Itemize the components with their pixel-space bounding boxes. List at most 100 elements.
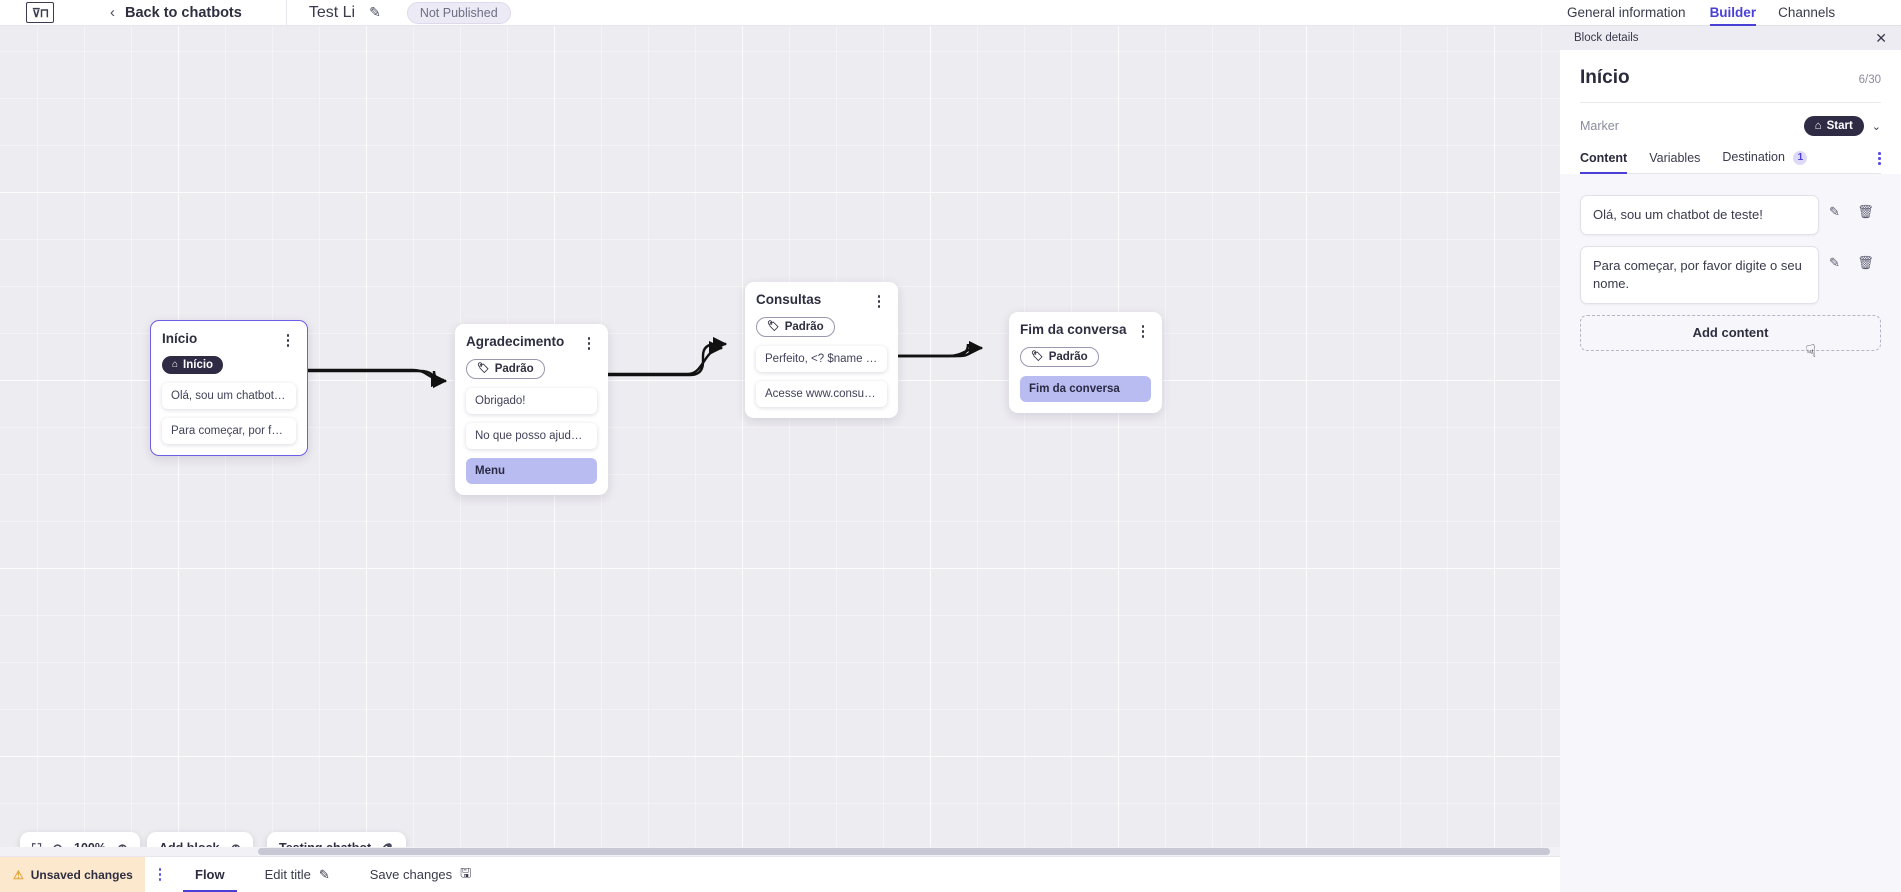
destination-count-badge: 1 — [1793, 150, 1808, 165]
home-icon: ⌂ — [1814, 120, 1822, 132]
block-title: Agradecimento — [466, 334, 565, 349]
block-tag-padrao: 🏷 Padrão — [756, 316, 835, 337]
marker-start-chip: ⌂ Start — [1803, 116, 1864, 136]
block-message[interactable]: Obrigado! — [466, 387, 597, 414]
block-tag-label: Padrão — [784, 320, 824, 333]
block-header: Início — [162, 331, 296, 347]
tag-icon: 🏷 — [477, 362, 490, 374]
block-title: Início — [162, 331, 198, 346]
unsaved-changes-indicator: ⚠ Unsaved changes — [0, 857, 145, 892]
block-message-accent[interactable]: Menu — [466, 457, 597, 484]
block-message[interactable]: Para começar, por favor digite o … — [162, 417, 296, 444]
tab-variables-label: Variables — [1649, 150, 1701, 165]
marker-value: Start — [1826, 120, 1853, 132]
block-menu-icon[interactable] — [280, 332, 296, 347]
tag-icon: 🏷 — [1031, 350, 1044, 362]
status-tab-flow[interactable]: Flow — [175, 857, 245, 892]
back-to-chatbots-button[interactable]: ‹ Back to chatbots — [110, 5, 242, 21]
scrollbar-thumb[interactable] — [258, 848, 1550, 855]
panel-body: Início 6/30 Marker ⌂ Start ⌄ Content — [1560, 50, 1901, 174]
block-header: Consultas — [756, 292, 887, 308]
block-tag-start: ⌂ Início — [162, 355, 224, 374]
panel-header-title: Block details — [1574, 32, 1639, 44]
block-message-accent[interactable]: Fim da conversa — [1020, 375, 1151, 402]
block-message[interactable]: Perfeito, <? $name ?>! — [756, 345, 887, 372]
tab-general-information[interactable]: General information — [1567, 5, 1686, 20]
warning-icon: ⚠ — [13, 867, 24, 882]
block-tag-padrao: 🏷 Padrão — [1020, 346, 1099, 367]
edit-pencil-icon[interactable]: ✎ — [1829, 254, 1840, 270]
marker-dropdown[interactable]: ⌂ Start ⌄ — [1803, 116, 1881, 136]
back-to-chatbots-label: Back to chatbots — [125, 4, 242, 21]
panel-title-row: Início 6/30 — [1580, 50, 1881, 103]
block-message[interactable]: Acesse www.consultas.com par… — [756, 380, 887, 407]
flow-block-consultas[interactable]: Consultas 🏷 Padrão Perfeito, <? $name ?>… — [745, 282, 898, 418]
block-menu-icon[interactable] — [1135, 323, 1151, 338]
content-text[interactable]: Olá, sou um chatbot de teste! — [1580, 194, 1819, 235]
edit-title-button[interactable]: Edit title ✎ — [245, 857, 350, 892]
home-icon: ⌂ — [172, 358, 179, 370]
block-title: Consultas — [756, 292, 822, 307]
logo-glyph: ⊽⊓ — [31, 5, 49, 20]
flow-block-inicio[interactable]: Início ⌂ Início Olá, sou um chatbot de t… — [150, 320, 308, 456]
save-changes-button[interactable]: Save changes 🖫 — [350, 857, 491, 892]
block-header: Agradecimento — [466, 334, 597, 350]
panel-tabs: Content Variables Destination 1 — [1580, 145, 1881, 174]
canvas-horizontal-scrollbar[interactable] — [0, 847, 1560, 856]
block-tag-label: Padrão — [1048, 350, 1088, 363]
chatbot-logo-icon[interactable]: ⊽⊓ — [26, 2, 54, 23]
flow-block-fim-da-conversa[interactable]: Fim da conversa 🏷 Padrão Fim da conversa — [1009, 312, 1162, 413]
status-bar: ⚠ Unsaved changes Flow Edit title ✎ Save… — [0, 856, 1560, 892]
content-item: Olá, sou um chatbot de teste! ✎ 🗑 — [1580, 194, 1881, 235]
marker-row: Marker ⌂ Start ⌄ — [1580, 103, 1881, 145]
add-content-button[interactable]: Add content — [1580, 314, 1881, 351]
content-item: Para começar, por favor digite o seu nom… — [1580, 245, 1881, 304]
tab-builder[interactable]: Builder — [1709, 5, 1756, 26]
block-menu-icon[interactable] — [581, 335, 597, 350]
block-title: Fim da conversa — [1020, 322, 1127, 337]
marker-label: Marker — [1580, 119, 1619, 133]
chevron-left-icon: ‹ — [110, 4, 115, 21]
panel-content-list: Olá, sou um chatbot de teste! ✎ 🗑 Para c… — [1560, 174, 1901, 892]
tab-destination[interactable]: Destination 1 — [1722, 150, 1808, 173]
flow-canvas[interactable]: Início ⌂ Início Olá, sou um chatbot de t… — [0, 26, 1560, 856]
topbar-divider — [285, 0, 287, 26]
block-tag-label: Início — [183, 358, 214, 371]
tab-content-label: Content — [1580, 150, 1628, 165]
block-details-panel: Block details ✕ Início 6/30 Marker ⌂ Sta… — [1560, 26, 1901, 892]
edit-title-label: Edit title — [264, 867, 311, 882]
block-header: Fim da conversa — [1020, 322, 1151, 338]
panel-tabs-menu-icon[interactable] — [1878, 151, 1881, 173]
save-changes-label: Save changes — [369, 867, 453, 882]
content-text[interactable]: Para começar, por favor digite o seu nom… — [1580, 245, 1819, 304]
panel-block-title: Início — [1580, 67, 1630, 88]
tab-channels[interactable]: Channels — [1778, 5, 1836, 20]
block-message[interactable]: No que posso ajudar, <? $name … — [466, 422, 597, 449]
panel-header: Block details ✕ — [1560, 26, 1901, 50]
status-bar-menu-icon[interactable] — [145, 857, 175, 892]
block-message[interactable]: Olá, sou um chatbot de teste! — [162, 382, 296, 409]
block-menu-icon[interactable] — [871, 293, 887, 308]
top-bar: ⊽⊓ ‹ Back to chatbots Test Li ✎ Not Publ… — [0, 0, 1560, 26]
block-tag-label: Padrão — [494, 362, 534, 375]
delete-trash-icon[interactable]: 🗑 — [1857, 254, 1874, 270]
close-icon[interactable]: ✕ — [1875, 30, 1887, 46]
save-disk-icon: 🖫 — [460, 864, 472, 880]
bot-name: Test Li — [308, 3, 356, 21]
edit-pencil-icon: ✎ — [318, 866, 330, 882]
tag-icon: 🏷 — [767, 320, 780, 332]
publish-status-badge: Not Published — [406, 1, 511, 24]
header-tabs: General information Builder Channels — [1560, 0, 1901, 26]
status-tab-flow-label: Flow — [195, 867, 225, 882]
block-tag-padrao: 🏷 Padrão — [466, 358, 545, 379]
tab-variables[interactable]: Variables — [1649, 151, 1700, 173]
chevron-down-icon: ⌄ — [1871, 120, 1881, 133]
edit-pencil-icon[interactable]: ✎ — [369, 4, 381, 20]
unsaved-changes-label: Unsaved changes — [30, 867, 133, 882]
flow-block-agradecimento[interactable]: Agradecimento 🏷 Padrão Obrigado! No que … — [455, 324, 608, 495]
char-counter: 6/30 — [1858, 74, 1881, 86]
delete-trash-icon[interactable]: 🗑 — [1857, 203, 1874, 219]
edit-pencil-icon[interactable]: ✎ — [1829, 203, 1840, 219]
tab-content[interactable]: Content — [1580, 150, 1628, 174]
